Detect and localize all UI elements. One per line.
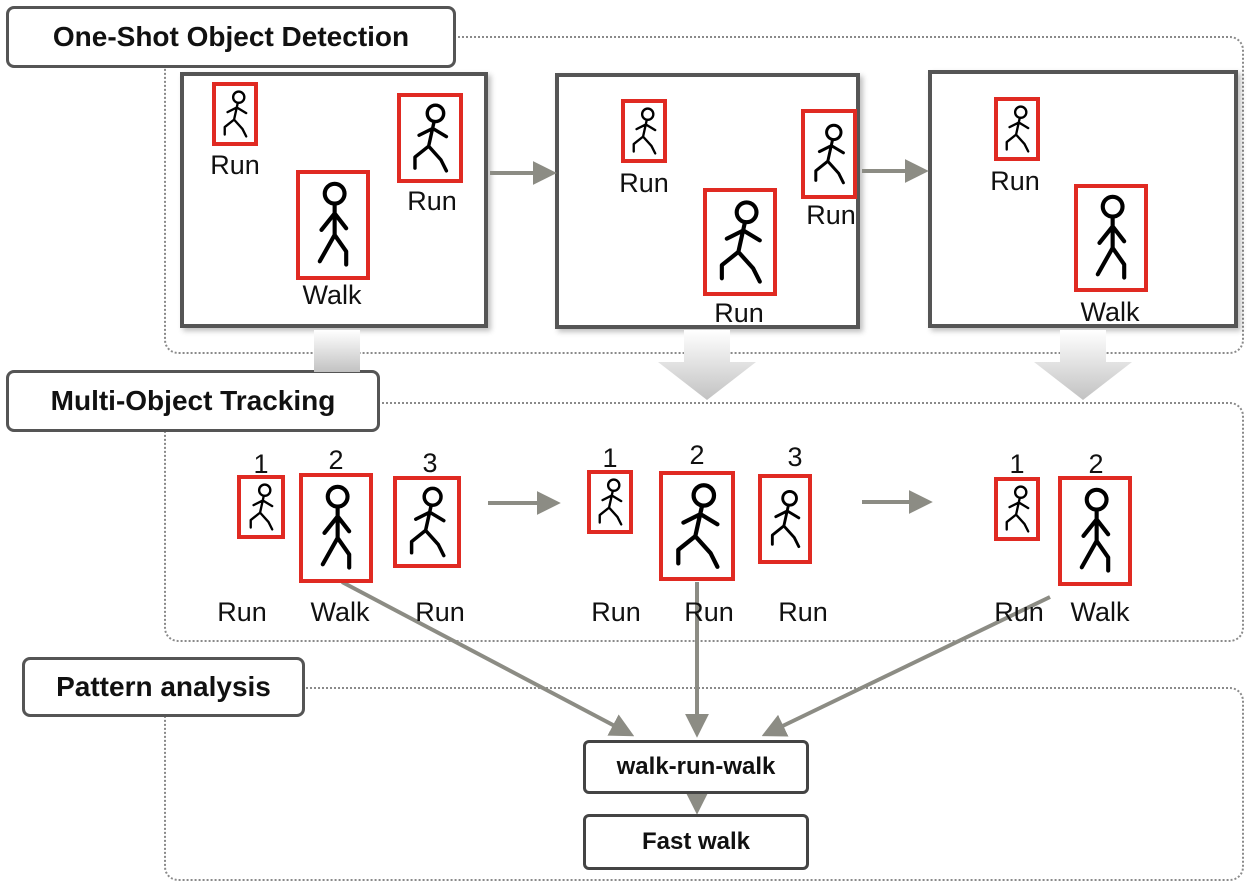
track-label: Run: [591, 597, 641, 627]
track-id: 2: [689, 440, 705, 470]
bbox-run-small: [994, 97, 1040, 161]
bbox-walk: [1074, 184, 1148, 292]
running-figure-icon: [632, 107, 657, 155]
track-label: Run: [415, 597, 465, 627]
track-bbox-run-small: [237, 475, 285, 539]
tracking-region: [164, 402, 1244, 642]
label-run: Run: [714, 298, 764, 328]
label-run: Run: [806, 200, 856, 230]
track-bbox-walk: [1058, 476, 1132, 586]
track-id: 2: [328, 445, 344, 475]
running-figure-icon: [413, 103, 449, 173]
track-bbox-run-large: [393, 476, 461, 568]
label-run: Run: [407, 186, 457, 216]
running-figure-icon: [676, 483, 720, 569]
track-bbox-run-small: [994, 477, 1040, 541]
bbox-run-edge: [801, 109, 857, 199]
tracking-section-title: Multi-Object Tracking: [6, 370, 380, 432]
label-run: Run: [990, 166, 1040, 196]
track-label: Run: [217, 597, 267, 627]
track-label: Run: [778, 597, 828, 627]
pattern-region: [164, 687, 1244, 881]
track-id: 1: [253, 449, 269, 479]
running-figure-icon: [223, 90, 248, 138]
track-label: Walk: [1070, 597, 1130, 627]
bbox-run-small: [212, 82, 258, 146]
track-id: 3: [787, 442, 803, 472]
bbox-run-large: [397, 93, 463, 183]
track-id: 2: [1088, 449, 1104, 479]
conclusion-result: Fast walk: [583, 814, 809, 870]
sequence-result: walk-run-walk: [583, 740, 809, 794]
label-run: Run: [619, 168, 669, 198]
running-figure-icon: [770, 489, 801, 549]
track-bbox-run-edge: [758, 474, 812, 564]
label-run: Run: [210, 150, 260, 180]
track-bbox-run-center: [659, 471, 735, 581]
pattern-section-title: Pattern analysis: [22, 657, 305, 717]
track-label: Run: [994, 597, 1044, 627]
running-figure-icon: [719, 200, 762, 284]
track-bbox-run-small: [587, 470, 633, 534]
track-label: Run: [684, 597, 734, 627]
track-id: 1: [602, 443, 618, 473]
label-walk: Walk: [302, 280, 362, 310]
walking-figure-icon: [1079, 487, 1111, 573]
bbox-walk: [296, 170, 370, 280]
bbox-run-center: [703, 188, 777, 296]
track-bbox-walk: [299, 473, 373, 583]
running-figure-icon: [814, 123, 845, 185]
running-figure-icon: [598, 478, 623, 526]
track-id: 1: [1009, 449, 1025, 479]
track-id: 3: [422, 448, 438, 478]
track-label: Walk: [310, 597, 370, 627]
walking-figure-icon: [320, 484, 352, 570]
running-figure-icon: [1005, 105, 1030, 153]
running-figure-icon: [249, 483, 274, 531]
walking-figure-icon: [317, 181, 349, 267]
label-walk: Walk: [1080, 297, 1140, 327]
running-figure-icon: [409, 486, 446, 558]
bbox-run-small: [621, 99, 667, 163]
detection-section-title: One-Shot Object Detection: [6, 6, 456, 68]
running-figure-icon: [1005, 485, 1030, 533]
walking-figure-icon: [1095, 194, 1127, 280]
